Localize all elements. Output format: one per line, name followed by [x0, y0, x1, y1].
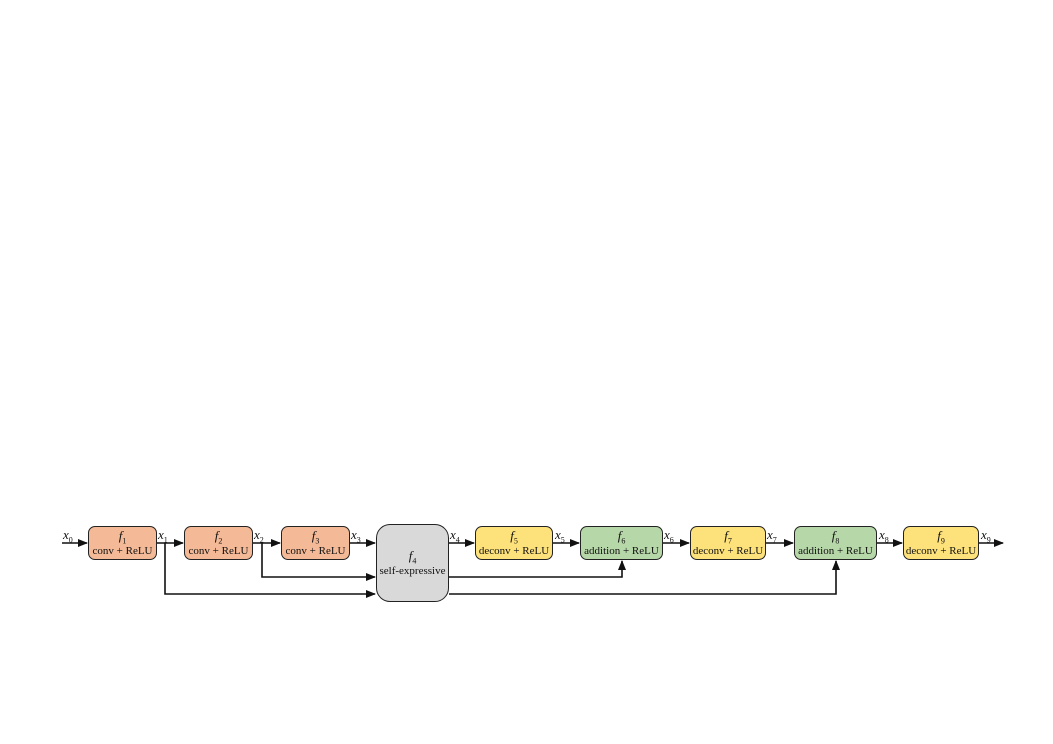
block-f4: f4 self-expressive [376, 524, 449, 602]
signal-label-x6: x6 [664, 527, 674, 545]
block-f9: f9 deconv + ReLU [903, 526, 979, 560]
signal-label-x5: x5 [555, 527, 565, 545]
block-desc: self-expressive [379, 564, 446, 577]
signal-label-x9: x9 [981, 527, 991, 545]
signal-label-x1: x1 [158, 527, 168, 545]
block-f8: f8 addition + ReLU [794, 526, 877, 560]
block-desc: deconv + ReLU [905, 544, 977, 557]
signal-label-x3: x3 [351, 527, 361, 545]
skip-to-f6 [449, 560, 626, 578]
skip-to-f8 [449, 560, 840, 595]
block-f3: f3 conv + ReLU [281, 526, 350, 560]
block-desc: deconv + ReLU [478, 544, 550, 557]
block-f5: f5 deconv + ReLU [475, 526, 553, 560]
block-f2: f2 conv + ReLU [184, 526, 253, 560]
block-desc: conv + ReLU [285, 544, 346, 557]
block-f1: f1 conv + ReLU [88, 526, 157, 560]
block-f7: f7 deconv + ReLU [690, 526, 766, 560]
signal-label-x2: x2 [254, 527, 264, 545]
block-desc: deconv + ReLU [692, 544, 764, 557]
block-desc: addition + ReLU [584, 544, 659, 557]
skip-x2-to-f4 [261, 543, 376, 581]
block-desc: conv + ReLU [92, 544, 153, 557]
signal-label-x0: x0 [63, 527, 73, 545]
signal-label-x7: x7 [767, 527, 777, 545]
block-desc: conv + ReLU [188, 544, 249, 557]
skip-x1-to-f4 [164, 543, 376, 598]
signal-label-x4: x4 [450, 527, 460, 545]
block-desc: addition + ReLU [798, 544, 873, 557]
block-f6: f6 addition + ReLU [580, 526, 663, 560]
signal-label-x8: x8 [879, 527, 889, 545]
